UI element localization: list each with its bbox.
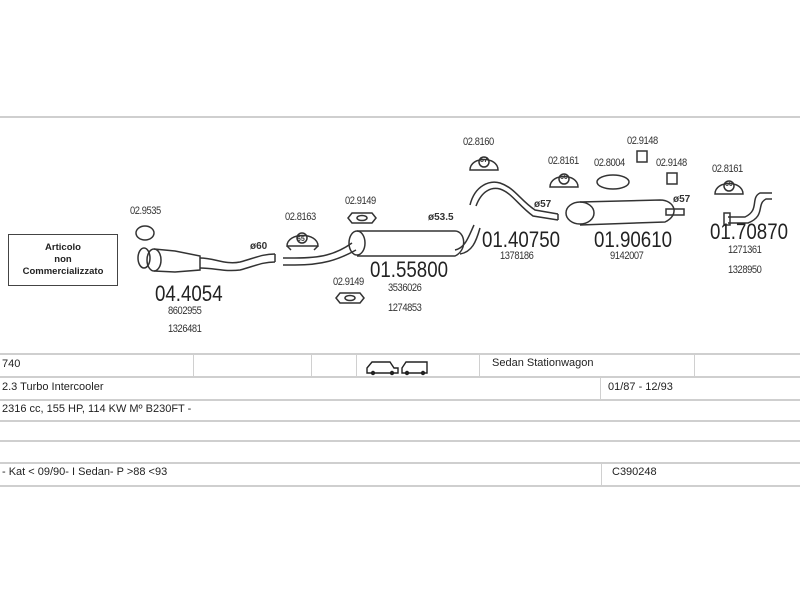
accessory-code[interactable]: 02.9149 (333, 276, 364, 288)
col-divider (479, 355, 480, 376)
col-divider (311, 355, 312, 376)
middle-pipe (469, 181, 559, 221)
diameter-label: ø53.5 (428, 212, 454, 223)
exhaust-drawing (135, 150, 772, 304)
oem-ref: 9142007 (610, 250, 644, 262)
catalytic-converter (137, 247, 276, 273)
gasket-icon (596, 174, 630, 190)
clamp-size: 60 (560, 174, 568, 181)
not-commercialized-box: Articolo non Commercializzato (8, 234, 118, 286)
accessory-code[interactable]: 02.8163 (285, 211, 316, 223)
clamp-size: 57 (480, 157, 488, 164)
col-divider (601, 464, 602, 485)
box-line: Commercializzato (22, 266, 104, 277)
oem-ref: 3536026 (388, 282, 422, 294)
specs-cell: 2316 cc, 155 HP, 114 KW Mº B230FT - (2, 403, 192, 415)
accessory-code[interactable]: 02.9535 (130, 205, 161, 217)
rubber-mount-icon (347, 212, 377, 224)
box-line: Articolo (45, 242, 81, 253)
col-divider (694, 355, 695, 376)
row-divider (0, 462, 800, 464)
clamp-icon (714, 180, 744, 195)
clamp-icon (469, 156, 499, 171)
body-types-cell: Sedan Stationwagon (492, 357, 594, 369)
diameter-label: ø60 (250, 241, 268, 252)
oem-ref: 1378186 (500, 250, 534, 262)
accessory-code[interactable]: 02.9148 (656, 157, 687, 169)
part-number[interactable]: 04.4054 (155, 281, 223, 306)
part-number[interactable]: 01.90610 (594, 227, 673, 252)
years-cell: 01/87 - 12/93 (608, 381, 673, 393)
catalog-code-cell: C390248 (612, 466, 657, 478)
part-number[interactable]: 01.55800 (370, 257, 449, 282)
oem-ref: 1271361 (728, 244, 762, 256)
part-number[interactable]: 01.70870 (710, 219, 789, 244)
clamp-icon (286, 232, 319, 251)
model-cell: 740 (2, 358, 21, 370)
part-number[interactable]: 01.40750 (482, 227, 561, 252)
row-divider (0, 440, 800, 442)
rear-muffler (565, 199, 685, 226)
accessory-code[interactable]: 02.9148 (627, 135, 658, 147)
oem-ref: 1326481 (168, 323, 202, 335)
top-divider (0, 116, 800, 118)
col-divider (193, 355, 194, 376)
accessory-code[interactable]: 02.9149 (345, 195, 376, 207)
oem-ref: 8602955 (168, 305, 202, 317)
col-divider (600, 378, 601, 399)
row-divider (0, 376, 800, 378)
accessory-code[interactable]: 02.8161 (548, 155, 579, 167)
tail-pipe (723, 192, 772, 226)
col-divider (356, 355, 357, 376)
accessory-code[interactable]: 02.8160 (463, 136, 494, 148)
front-muffler (283, 224, 481, 266)
notes-cell: - Kat < 09/90- I Sedan- P >88 <93 (2, 466, 168, 478)
clamp-icon (549, 173, 579, 188)
clamp-size: 65 (297, 236, 305, 243)
row-divider (0, 485, 800, 487)
accessory-code[interactable]: 02.8161 (712, 163, 743, 175)
row-divider (0, 353, 800, 355)
diameter-label: ø57 (534, 199, 552, 210)
row-divider (0, 399, 800, 401)
engine-cell: 2.3 Turbo Intercooler (2, 381, 104, 393)
sedan-icon (366, 361, 399, 376)
rubber-mount-icon (335, 292, 365, 304)
oem-ref: 1328950 (728, 264, 762, 276)
oem-ref: 1274853 (388, 302, 422, 314)
accessory-code[interactable]: 02.8004 (594, 157, 625, 169)
row-divider (0, 420, 800, 422)
diameter-label: ø57 (673, 194, 691, 205)
stationwagon-icon (401, 361, 428, 376)
rubber-mount-icon (636, 150, 678, 185)
box-line: non (54, 254, 72, 265)
gasket-icon (135, 225, 155, 241)
clamp-size: 60 (725, 181, 733, 188)
